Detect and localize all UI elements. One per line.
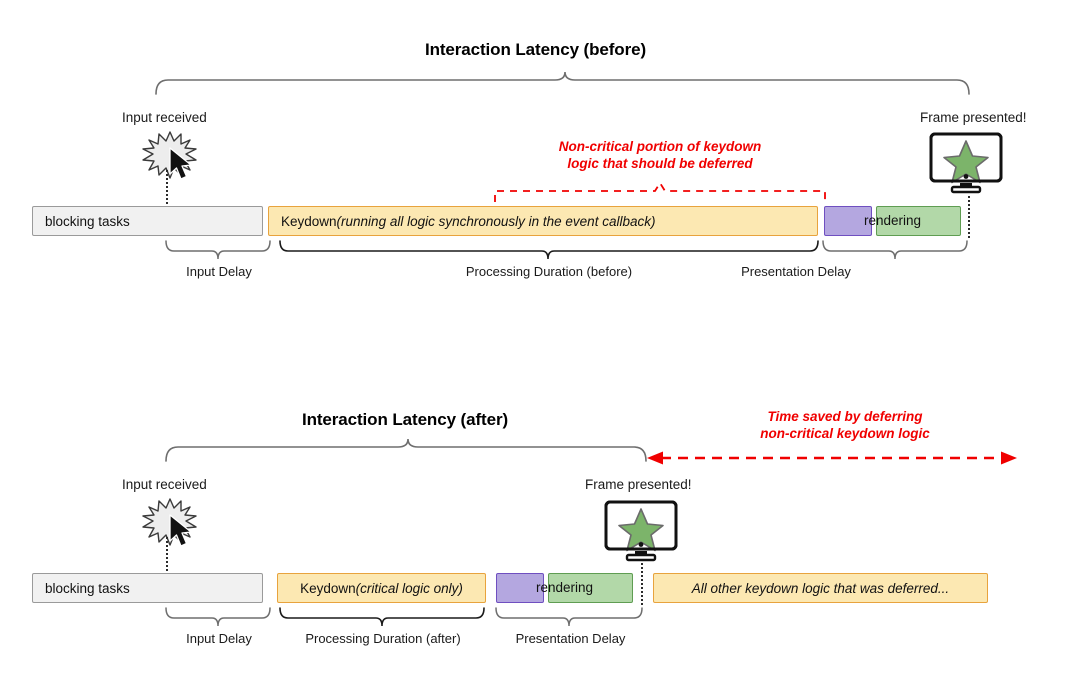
bar-blocking-tasks-label-before: blocking tasks [45, 213, 130, 229]
processing-duration-label-before: Processing Duration (before) [465, 264, 633, 279]
presentation-delay-brace-before [822, 240, 968, 260]
processing-duration-brace-before [279, 240, 819, 260]
non-critical-portion-dashed-brace [494, 181, 826, 202]
bar-keydown-before[interactable]: Keydown (running all logic synchronously… [268, 206, 818, 236]
bar-blocking-tasks-label-after: blocking tasks [45, 580, 130, 596]
section-title-after: Interaction Latency (after) [301, 410, 509, 429]
bar-deferred-logic-after[interactable]: All other keydown logic that was deferre… [653, 573, 988, 603]
input-received-label-before: Input received [122, 110, 207, 125]
input-timeline-guide-after [166, 537, 168, 575]
bar-rendering-green-before[interactable] [876, 206, 961, 236]
frame-presented-label-after: Frame presented! [585, 477, 692, 492]
bar-keydown-label-after: Keydown [300, 580, 356, 596]
bar-keydown-detail-after: (critical logic only) [355, 580, 463, 596]
mouse-cursor-icon [169, 514, 192, 547]
input-delay-brace-before [165, 240, 271, 260]
bar-blocking-tasks-before[interactable]: blocking tasks [32, 206, 263, 236]
red-note-line2-before: logic that should be deferred [567, 156, 753, 172]
input-delay-label-after: Input Delay [186, 631, 252, 646]
red-note-before: Non-critical portion of keydown logic th… [395, 138, 925, 173]
frame-timeline-guide-after [641, 563, 643, 605]
input-delay-label-before: Input Delay [186, 264, 252, 279]
star-icon [943, 140, 989, 184]
monitor-icon [929, 132, 1003, 194]
bar-presentation-purple-before[interactable] [824, 206, 872, 236]
mouse-cursor-icon [169, 147, 192, 180]
monitor-icon [604, 500, 678, 562]
red-note-line1-after: Time saved by deferring [767, 409, 923, 424]
frame-timeline-guide-before [968, 196, 970, 238]
bar-keydown-label-before: Keydown [281, 213, 337, 229]
presentation-delay-label-before: Presentation Delay [741, 264, 851, 279]
processing-duration-brace-after [279, 607, 485, 627]
bar-deferred-logic-label-after: All other keydown logic that was deferre… [691, 580, 950, 596]
red-note-line2-after: non-critical keydown logic [760, 426, 930, 442]
interaction-latency-brace-after [165, 438, 647, 462]
red-note-line1-before: Non-critical portion of keydown [558, 139, 762, 154]
frame-presented-label-before: Frame presented! [920, 110, 1027, 125]
bar-rendering-label-after: rendering [535, 580, 594, 595]
bar-keydown-after[interactable]: Keydown (critical logic only) [277, 573, 486, 603]
bar-blocking-tasks-after[interactable]: blocking tasks [32, 573, 263, 603]
bar-keydown-detail-before: (running all logic synchronously in the … [336, 213, 656, 229]
input-received-label-after: Input received [122, 477, 207, 492]
input-delay-brace-after [165, 607, 271, 627]
bar-rendering-green-after[interactable] [548, 573, 633, 603]
time-saved-double-arrow [647, 451, 1017, 465]
presentation-delay-brace-after [495, 607, 643, 627]
processing-duration-label-after: Processing Duration (after) [305, 631, 461, 646]
star-icon [618, 508, 664, 552]
bar-rendering-label-before: rendering [863, 213, 922, 228]
bar-presentation-purple-after[interactable] [496, 573, 544, 603]
red-note-after: Time saved by deferring non-critical key… [620, 408, 1070, 443]
input-timeline-guide-before [166, 170, 168, 208]
section-title-before: Interaction Latency (before) [424, 40, 647, 59]
presentation-delay-label-after: Presentation Delay [515, 631, 626, 646]
interaction-latency-brace-before [155, 71, 970, 95]
